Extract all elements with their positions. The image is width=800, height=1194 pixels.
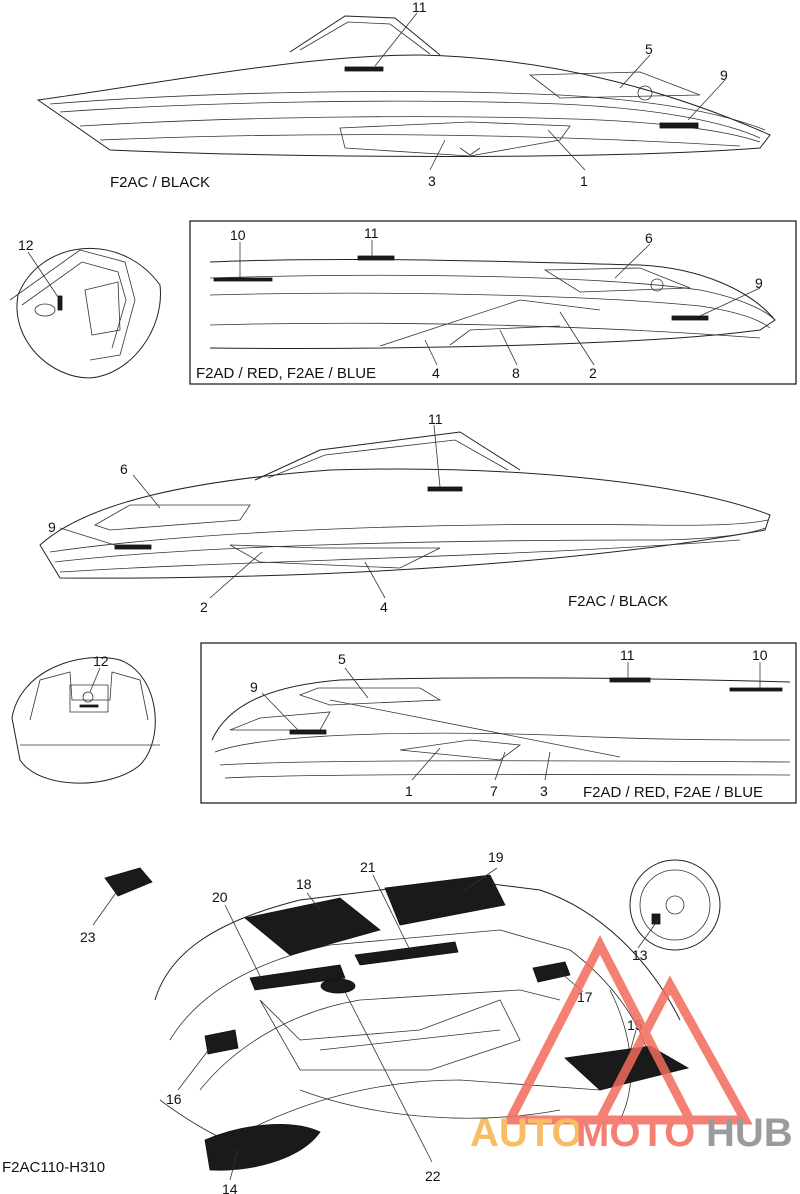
decal-21 bbox=[354, 941, 459, 966]
callout-5: 5 bbox=[338, 651, 346, 667]
callout-22: 22 bbox=[425, 1168, 441, 1184]
callout-5: 5 bbox=[645, 41, 653, 57]
callout-2: 2 bbox=[589, 365, 597, 381]
variant-caption-3: F2AC / BLACK bbox=[568, 593, 668, 610]
callout-13: 13 bbox=[632, 947, 648, 963]
watermark-triangle-right bbox=[592, 975, 753, 1125]
boat-view-1 bbox=[36, 15, 771, 157]
callout-11: 11 bbox=[364, 225, 379, 241]
callout-12: 12 bbox=[18, 237, 34, 253]
callout-17: 17 bbox=[577, 989, 593, 1005]
variant-caption-1: F2AC / BLACK bbox=[110, 174, 210, 191]
callout-11: 11 bbox=[412, 0, 427, 15]
watermark-logo: AUTO MOTO HUB bbox=[470, 935, 793, 1155]
part-code: F2AC110-H310 bbox=[2, 1159, 105, 1176]
boat-view-2 bbox=[209, 255, 776, 349]
callout-21: 21 bbox=[360, 859, 376, 875]
watermark-text-auto: AUTO bbox=[470, 1111, 583, 1155]
callout-18: 18 bbox=[296, 876, 312, 892]
callouts-view-3: 11 6 9 2 4 F2AC / BLACK bbox=[48, 411, 668, 615]
callout-1: 1 bbox=[580, 173, 588, 189]
watermark-text-moto: MOTO bbox=[576, 1111, 695, 1155]
decal-17 bbox=[532, 961, 571, 983]
callout-9: 9 bbox=[48, 519, 56, 535]
callout-4: 4 bbox=[380, 599, 388, 615]
callout-16: 16 bbox=[166, 1091, 182, 1107]
callout-20: 20 bbox=[212, 889, 228, 905]
detail-circle-b: 12 bbox=[11, 653, 160, 784]
callout-11: 11 bbox=[428, 411, 443, 427]
boat-view-4 bbox=[211, 677, 791, 779]
callout-14: 14 bbox=[222, 1181, 238, 1194]
callout-23: 23 bbox=[80, 929, 96, 945]
callouts-interior: 19 21 18 20 23 13 17 15 16 22 14 F2AC110… bbox=[2, 849, 659, 1194]
callouts-view-1: 11 5 9 3 1 F2AC / BLACK bbox=[110, 0, 728, 191]
callout-9: 9 bbox=[250, 679, 258, 695]
decal-23 bbox=[104, 867, 153, 897]
boat-view-3 bbox=[39, 431, 771, 579]
decal-20 bbox=[249, 964, 346, 991]
variant-frame-2 bbox=[189, 220, 797, 385]
variant-frame-4 bbox=[200, 642, 797, 804]
callout-10: 10 bbox=[752, 647, 768, 663]
variant-caption-4: F2AD / RED, F2AE / BLUE bbox=[583, 784, 763, 801]
callout-3: 3 bbox=[540, 783, 548, 799]
callout-9: 9 bbox=[755, 275, 763, 291]
callout-12: 12 bbox=[93, 653, 109, 669]
detail-circle-a: 12 bbox=[9, 237, 161, 379]
callout-8: 8 bbox=[512, 365, 520, 381]
callout-7: 7 bbox=[490, 783, 498, 799]
callout-2: 2 bbox=[200, 599, 208, 615]
callout-4: 4 bbox=[432, 365, 440, 381]
callout-6: 6 bbox=[645, 230, 653, 246]
decal-19 bbox=[384, 874, 506, 926]
callout-1: 1 bbox=[405, 783, 413, 799]
callout-10: 10 bbox=[230, 227, 246, 243]
callout-9: 9 bbox=[720, 67, 728, 83]
decal-22 bbox=[320, 978, 356, 994]
variant-caption-2: F2AD / RED, F2AE / BLUE bbox=[196, 365, 376, 382]
callout-3: 3 bbox=[428, 173, 436, 189]
watermark-text-hub: HUB bbox=[706, 1111, 793, 1155]
interior-view bbox=[104, 859, 721, 1171]
callouts-view-4: 5 11 10 9 1 7 3 F2AD / RED, F2AE / BLUE bbox=[250, 647, 768, 801]
decal-14 bbox=[204, 1124, 321, 1171]
callout-6: 6 bbox=[120, 461, 128, 477]
decal-16 bbox=[204, 1029, 239, 1055]
decal-18 bbox=[244, 897, 381, 956]
callouts-view-2: 10 11 6 9 4 8 2 F2AD / RED, F2AE / BLUE bbox=[196, 225, 763, 382]
callout-19: 19 bbox=[488, 849, 504, 865]
callout-11: 11 bbox=[620, 647, 635, 663]
